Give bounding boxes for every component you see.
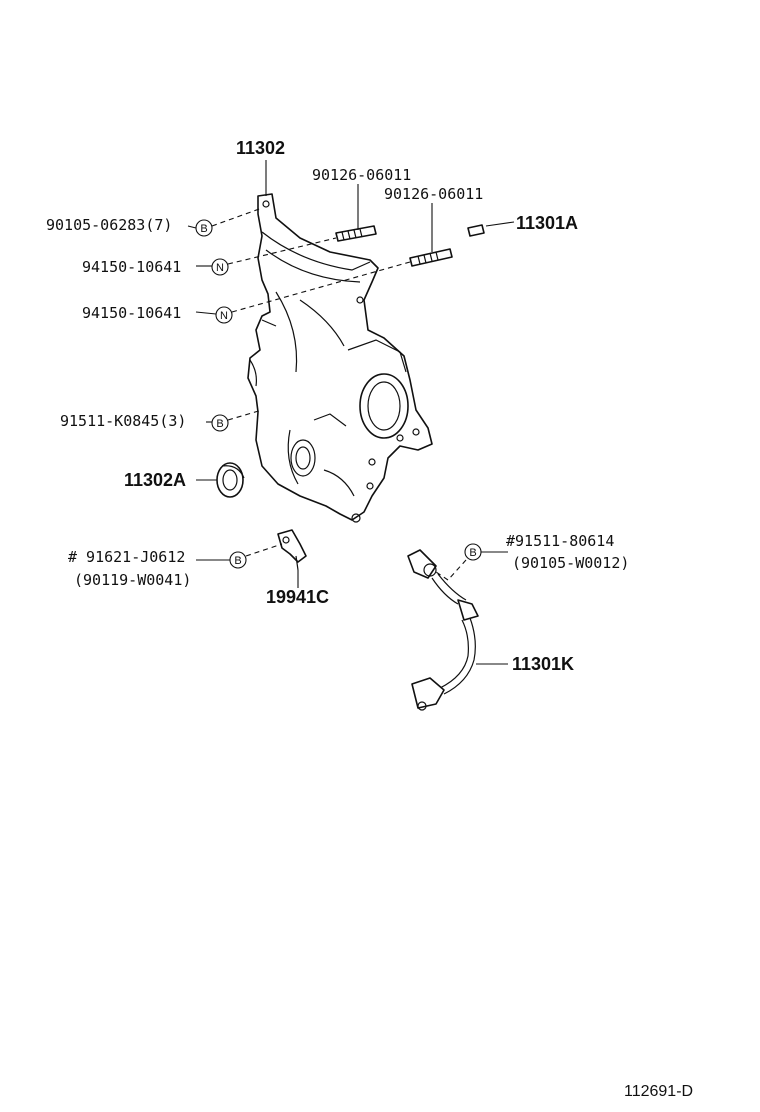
label-sensor: 11301K bbox=[512, 654, 574, 674]
label-stud-2: 90126-06011 bbox=[384, 185, 483, 203]
figure-number: 112691-D bbox=[624, 1083, 693, 1100]
badge-b-sensor: B bbox=[464, 543, 482, 561]
label-cover: 11302 bbox=[236, 138, 285, 158]
badge-n-2: N bbox=[215, 306, 233, 324]
bracket-drawing bbox=[277, 529, 307, 571]
sensor-drawing bbox=[407, 549, 479, 711]
label-bolt-top: 90105-06283(7) bbox=[46, 216, 172, 234]
timing-cover-drawing bbox=[247, 193, 433, 523]
svg-text:B: B bbox=[234, 555, 241, 567]
label-sensor-bolt-alt: (90105-W0012) bbox=[512, 554, 629, 572]
svg-text:B: B bbox=[200, 223, 207, 235]
pin-drawing bbox=[467, 224, 485, 237]
leader-lines bbox=[187, 160, 515, 665]
svg-text:B: B bbox=[216, 418, 223, 430]
stud-drawing-1 bbox=[335, 225, 377, 242]
label-bracket: 19941C bbox=[266, 587, 329, 607]
badge-n-1: N bbox=[211, 258, 229, 276]
stud-drawing-2 bbox=[409, 248, 453, 267]
oil-seal-drawing bbox=[216, 462, 245, 498]
label-nut-1: 94150-10641 bbox=[82, 258, 181, 276]
label-bolt-bracket: # 91621-J0612 bbox=[68, 548, 185, 566]
label-seal: 11302A bbox=[124, 470, 186, 490]
svg-text:N: N bbox=[216, 262, 224, 274]
badge-b-top: B bbox=[195, 219, 213, 237]
badge-b-bracket: B bbox=[229, 551, 247, 569]
svg-text:N: N bbox=[220, 310, 228, 322]
label-nut-2: 94150-10641 bbox=[82, 304, 181, 322]
label-bolt-mid: 91511-K0845(3) bbox=[60, 412, 186, 430]
badge-b-mid: B bbox=[211, 414, 229, 432]
label-stud-1: 90126-06011 bbox=[312, 166, 411, 184]
svg-text:B: B bbox=[469, 547, 476, 559]
label-sensor-bolt: #91511-80614 bbox=[506, 532, 614, 550]
label-pin: 11301A bbox=[516, 213, 578, 233]
label-bolt-bracket-alt: (90119-W0041) bbox=[74, 571, 191, 589]
